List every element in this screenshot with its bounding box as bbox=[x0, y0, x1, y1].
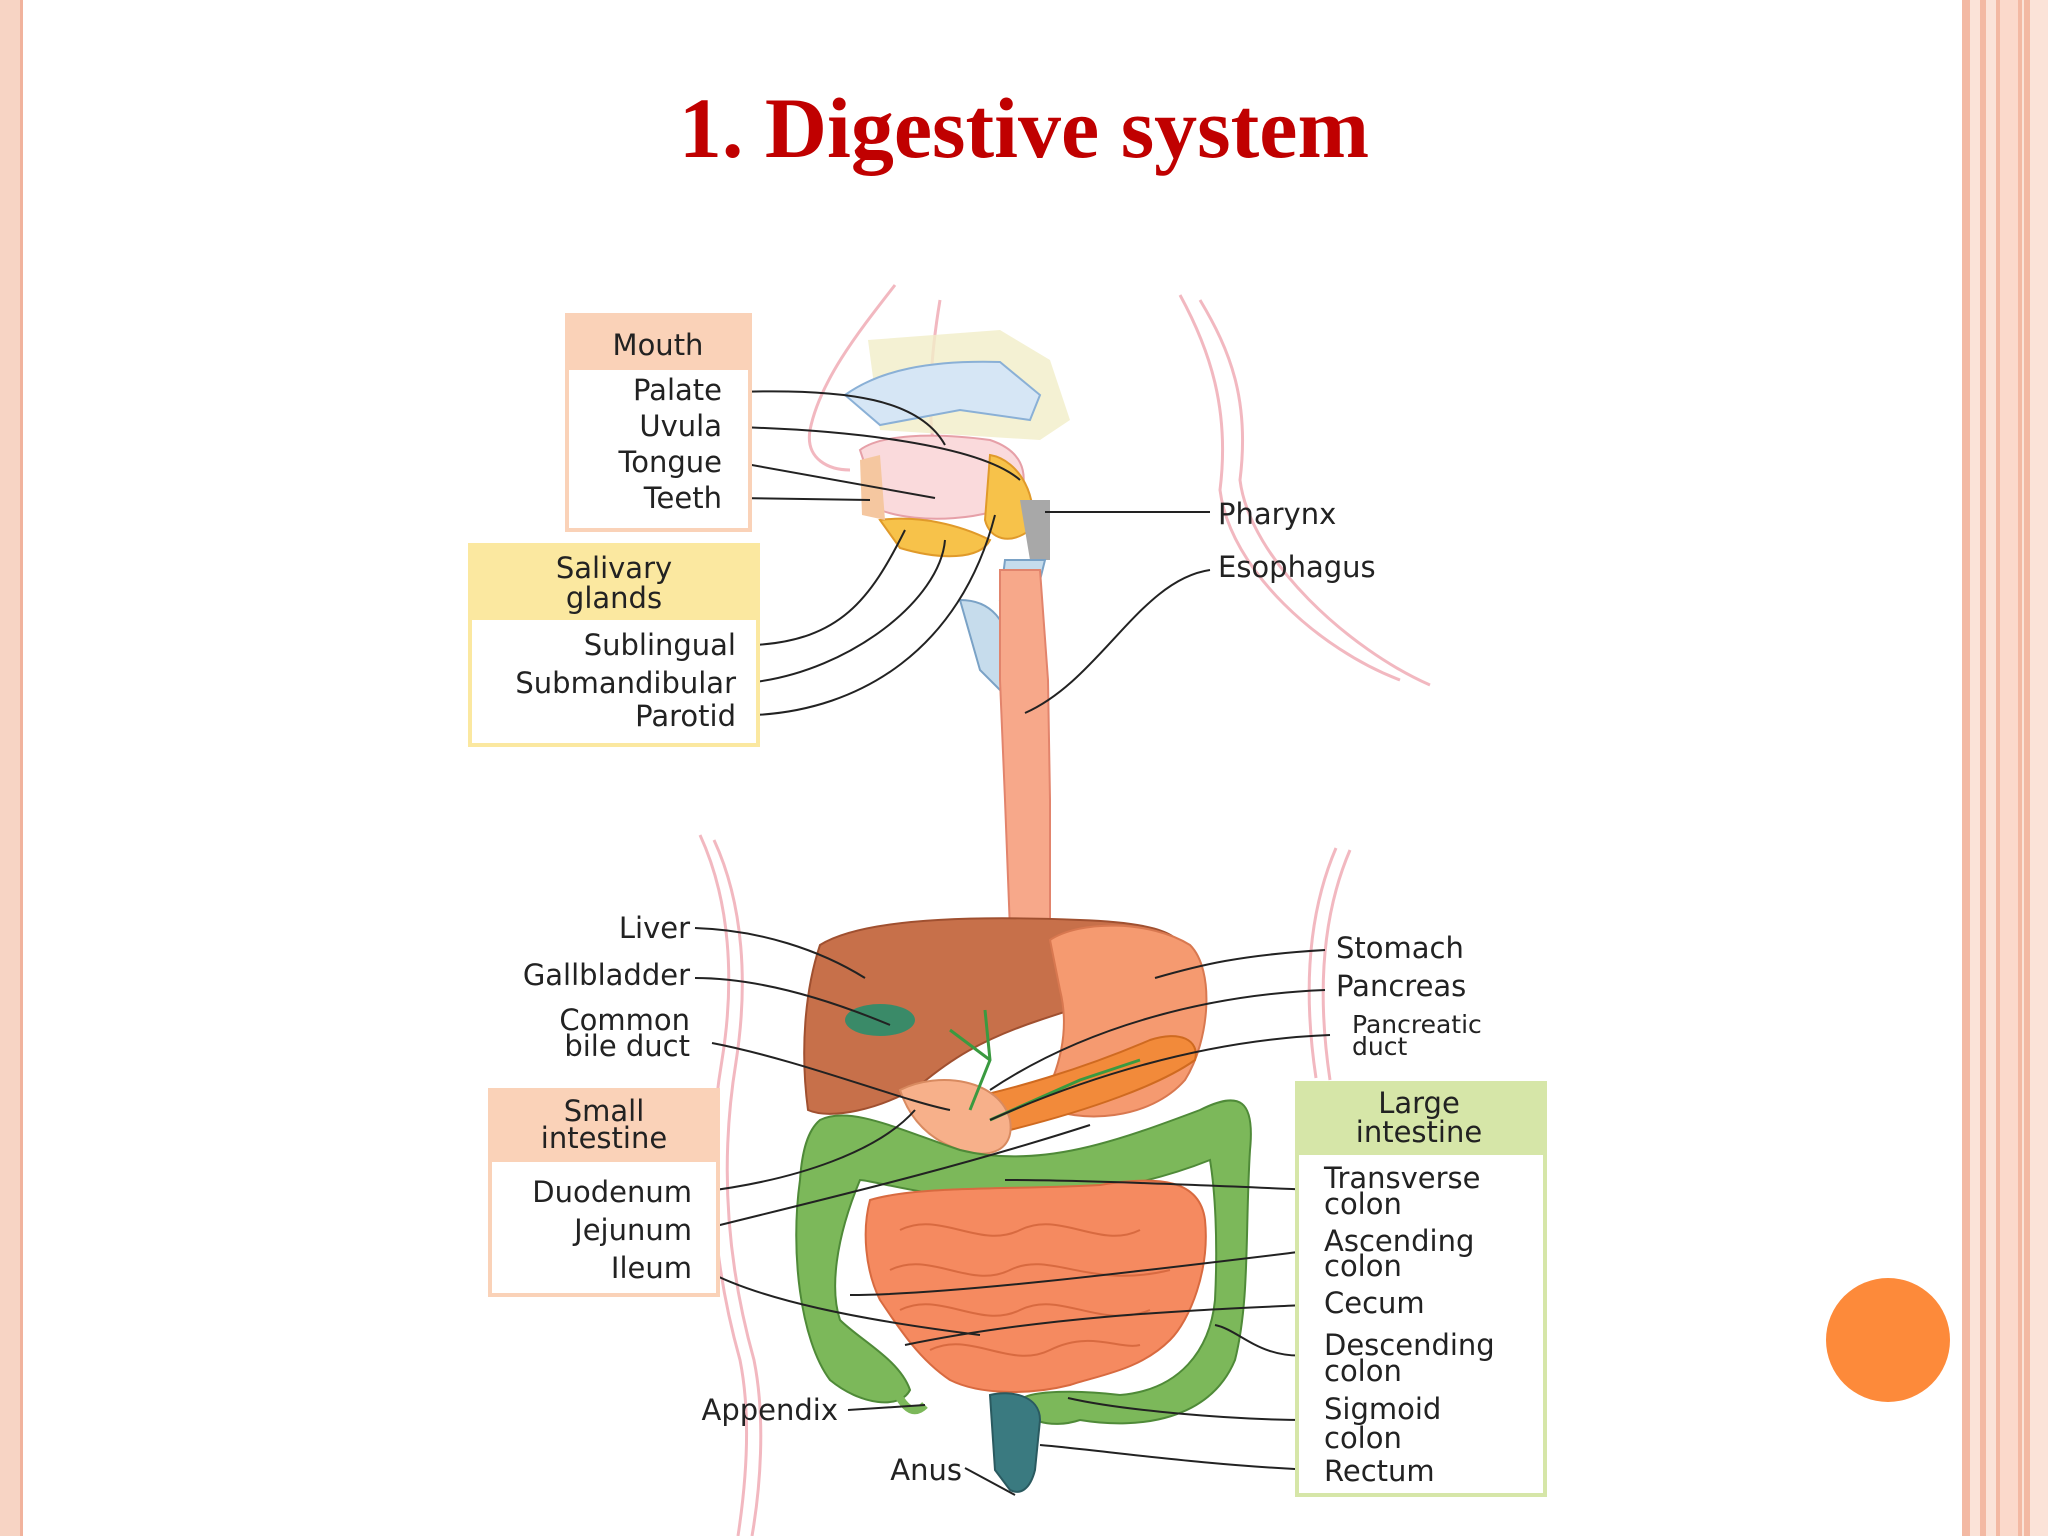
label-sigmoid-colon-line1: Sigmoid bbox=[1324, 1392, 1441, 1426]
label-common-bile-duct-line2: bile duct bbox=[564, 1029, 690, 1063]
small-intestine-shape bbox=[864, 1179, 1207, 1393]
label-duodenum: Duodenum bbox=[532, 1175, 692, 1209]
small-intestine-heading-line1: Small bbox=[564, 1094, 645, 1128]
decorative-circle bbox=[1826, 1278, 1950, 1402]
label-pancreatic-duct-line2: duct bbox=[1352, 1032, 1407, 1061]
label-parotid: Parotid bbox=[635, 699, 736, 733]
large-intestine-group-box: Large intestine Transverse colon Ascendi… bbox=[1295, 1081, 1547, 1497]
label-ascending-colon-line2: colon bbox=[1324, 1249, 1402, 1283]
label-ascending-colon-line1: Ascending bbox=[1324, 1224, 1474, 1258]
label-jejunum: Jejunum bbox=[572, 1213, 692, 1247]
mouth-group-box: Mouth Palate Uvula Tongue Teeth bbox=[565, 313, 752, 532]
label-submandibular: Submandibular bbox=[515, 666, 736, 700]
small-intestine-group-box: Small intestine Duodenum Jejunum Ileum bbox=[488, 1088, 720, 1297]
small-intestine-heading-line2: intestine bbox=[541, 1121, 667, 1155]
label-stomach: Stomach bbox=[1336, 931, 1464, 965]
label-sigmoid-colon-line2: colon bbox=[1324, 1421, 1402, 1455]
salivary-group-box: Salivary glands Sublingual Submandibular… bbox=[468, 543, 760, 747]
label-esophagus: Esophagus bbox=[1218, 550, 1376, 584]
label-palate: Palate bbox=[633, 373, 722, 407]
leader-lines bbox=[694, 390, 1331, 1496]
label-sublingual: Sublingual bbox=[584, 628, 736, 662]
salivary-heading-line2: glands bbox=[566, 581, 662, 615]
label-uvula: Uvula bbox=[639, 409, 722, 443]
rectum-shape bbox=[988, 1392, 1042, 1493]
label-cecum: Cecum bbox=[1324, 1286, 1425, 1320]
label-pancreatic-duct-line1: Pancreatic bbox=[1352, 1010, 1482, 1039]
mouth-anatomy bbox=[843, 330, 1070, 692]
label-gallbladder: Gallbladder bbox=[523, 958, 690, 992]
label-descending-colon-line2: colon bbox=[1324, 1354, 1402, 1388]
label-common-bile-duct-line1: Common bbox=[559, 1003, 690, 1037]
large-intestine-heading-line2: intestine bbox=[1356, 1115, 1482, 1149]
slide-border-left bbox=[0, 0, 23, 1536]
label-appendix: Appendix bbox=[701, 1393, 838, 1427]
label-teeth: Teeth bbox=[643, 481, 722, 515]
esophagus-shape bbox=[999, 569, 1051, 931]
label-liver: Liver bbox=[619, 911, 690, 945]
label-transverse-colon-line2: colon bbox=[1324, 1187, 1402, 1221]
label-rectum: Rectum bbox=[1324, 1454, 1435, 1488]
label-pharynx: Pharynx bbox=[1218, 497, 1336, 531]
label-ileum: Ileum bbox=[611, 1251, 692, 1285]
label-descending-colon-line1: Descending bbox=[1324, 1328, 1495, 1362]
mouth-heading: Mouth bbox=[613, 328, 704, 362]
large-intestine-heading-line1: Large bbox=[1378, 1086, 1460, 1120]
slide-title: 1. Digestive system bbox=[678, 80, 1370, 176]
label-pancreas: Pancreas bbox=[1336, 969, 1466, 1003]
label-transverse-colon-line1: Transverse bbox=[1323, 1161, 1481, 1195]
label-anus: Anus bbox=[890, 1453, 962, 1487]
label-tongue: Tongue bbox=[617, 445, 722, 479]
slide-border-right bbox=[1962, 0, 2048, 1536]
duodenum-shape bbox=[898, 1079, 1012, 1155]
salivary-heading-line1: Salivary bbox=[556, 551, 672, 585]
